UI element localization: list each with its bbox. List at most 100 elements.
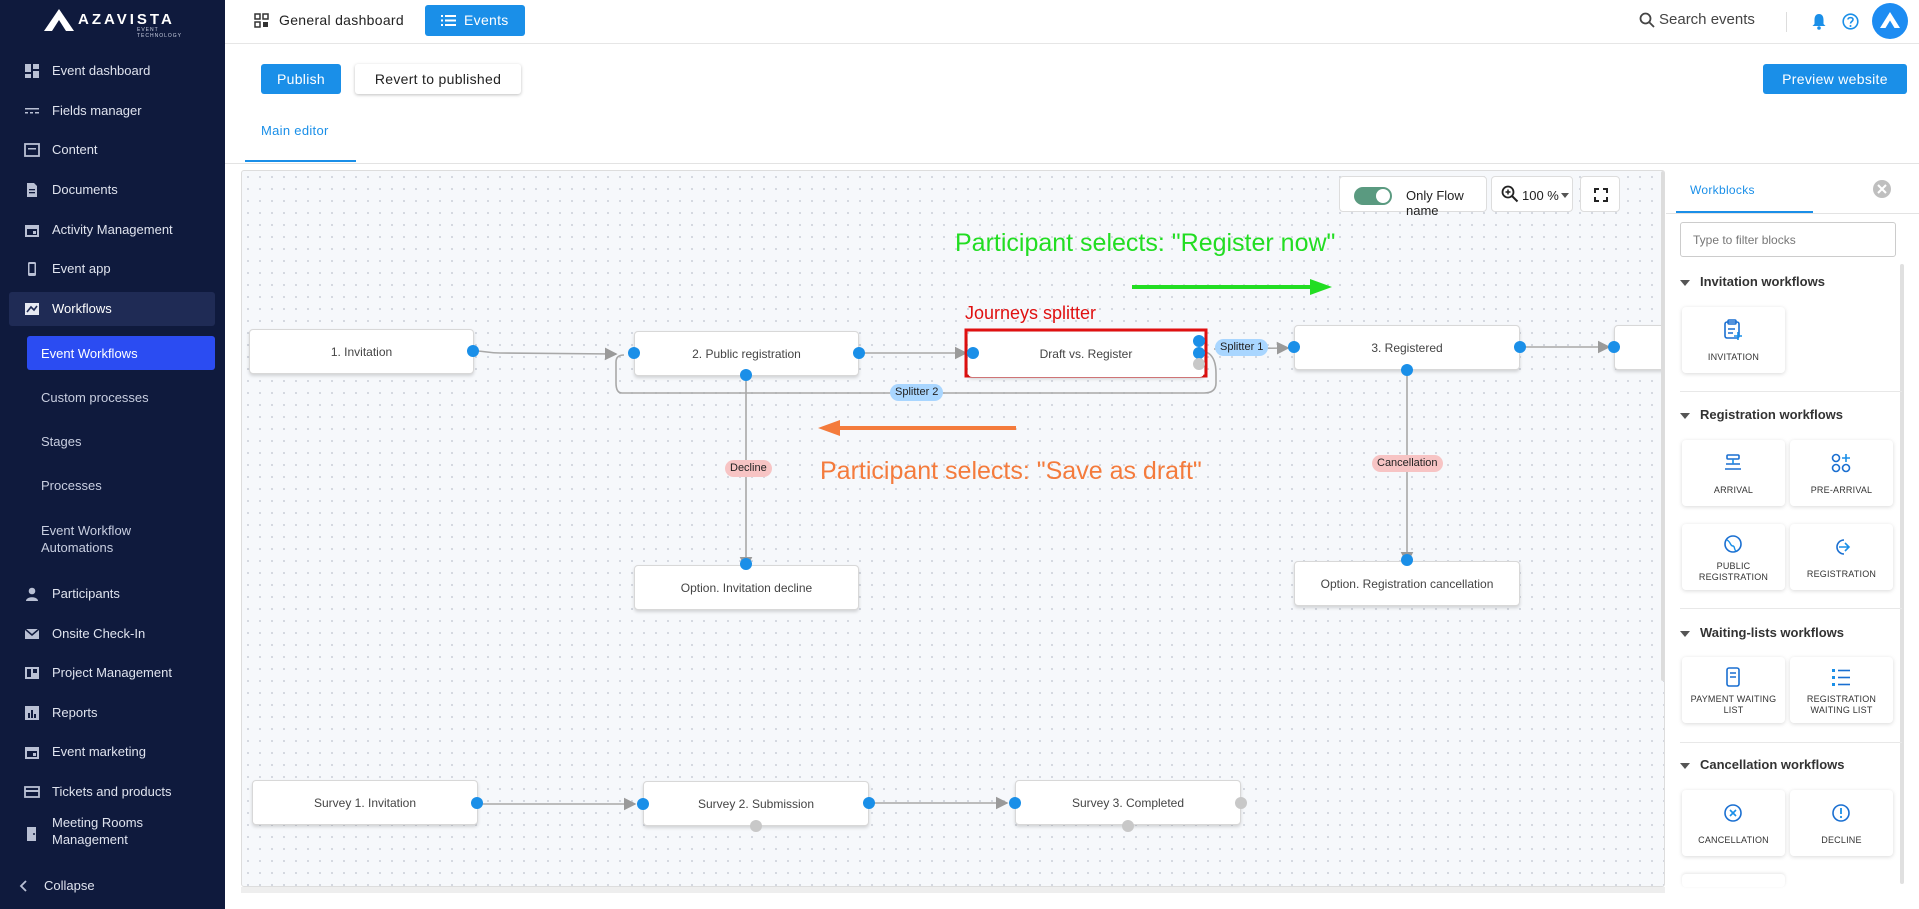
tab-main-editor[interactable]: Main editor (261, 123, 329, 138)
tab-workblocks[interactable]: Workblocks (1690, 183, 1755, 197)
sidebar-item-label: Tickets and products (52, 784, 172, 799)
person-icon (26, 587, 38, 601)
port (750, 820, 762, 832)
section-cancellation-workflows[interactable]: Cancellation workflows (1680, 757, 1844, 772)
sidebar-item-participants[interactable]: Participants (0, 577, 225, 611)
events-tab[interactable]: Events (425, 5, 525, 36)
search-events[interactable]: Search events (1637, 11, 1755, 28)
close-panel-button[interactable] (1873, 180, 1891, 198)
sidebar-item-event-dashboard[interactable]: Event dashboard (0, 54, 225, 88)
splitter-2-tag[interactable]: Splitter 2 (890, 384, 944, 401)
sidebar-collapse-button[interactable]: Collapse (0, 869, 225, 903)
preview-website-button[interactable]: Preview website (1763, 64, 1907, 94)
workblock-label: PAYMENT WAITING LIST (1690, 694, 1777, 715)
sidebar-item-fields-manager[interactable]: Fields manager (0, 94, 225, 128)
azavista-logo[interactable]: AZAVISTA EVENT TECHNOLOGY (44, 8, 184, 39)
sidebar-subitem-event-workflow-automations[interactable]: Event Workflow Automations (41, 522, 131, 556)
help-icon[interactable] (1842, 13, 1859, 30)
flow-node-survey1[interactable]: Survey 1. Invitation (252, 780, 478, 825)
collapse-caret-icon (1680, 412, 1690, 419)
sidebar-item-label: Onsite Check-In (52, 626, 146, 641)
bell-icon[interactable] (1811, 13, 1827, 30)
sidebar-subitem-processes[interactable]: Processes (41, 478, 102, 493)
decline-tag[interactable]: Decline (725, 460, 772, 477)
sidebar-subitem-event-workflows[interactable]: Event Workflows (27, 336, 215, 370)
only-flow-name-label: Only Flow name (1406, 188, 1464, 218)
flow-node-draft-vs-register[interactable]: Draft vs. Register (968, 332, 1204, 377)
collapse-label: Collapse (44, 878, 95, 893)
general-dashboard-tab[interactable]: General dashboard (241, 5, 429, 36)
annotation-journeys-splitter: Journeys splitter (965, 303, 1097, 323)
sidebar: AZAVISTA EVENT TECHNOLOGY Event dashboar… (0, 0, 225, 909)
toggle-switch[interactable] (1354, 187, 1392, 205)
ticket-icon (24, 786, 40, 798)
workblock-decline[interactable]: DECLINE (1790, 790, 1893, 856)
workblock-label: PUBLIC REGISTRATION (1698, 561, 1769, 582)
section-waiting-lists-workflows[interactable]: Waiting-lists workflows (1680, 625, 1844, 640)
port (740, 558, 752, 570)
flow-node-public-registration[interactable]: 2. Public registration (634, 331, 859, 376)
zoom-in-icon (1501, 185, 1519, 203)
only-flow-name-toggle[interactable]: Only Flow name (1339, 176, 1487, 218)
section-divider (1680, 391, 1902, 392)
sidebar-item-reports[interactable]: Reports (0, 696, 225, 730)
sidebar-item-label-wrap: Meeting Rooms Management (52, 814, 143, 848)
cancel-circle-icon (1724, 804, 1742, 822)
sidebar-item-label: Event app (52, 261, 111, 276)
flow-node-registration-cancellation[interactable]: Option. Registration cancellation (1294, 561, 1520, 606)
workblock-pre-arrival[interactable]: PRE-ARRIVAL (1790, 440, 1893, 506)
calendar-icon (25, 225, 39, 237)
flow-node-survey3[interactable]: Survey 3. Completed (1015, 780, 1241, 825)
workblock-public-registration[interactable]: PUBLIC REGISTRATION (1682, 524, 1785, 590)
user-avatar[interactable] (1872, 3, 1908, 39)
sidebar-item-workflows[interactable]: Workflows (9, 292, 215, 326)
sidebar-subitem-stages[interactable]: Stages (41, 434, 82, 449)
sidebar-item-event-marketing[interactable]: Event marketing (0, 735, 225, 769)
sidebar-item-project-management[interactable]: Project Management (0, 656, 225, 690)
workblock-cancellation[interactable]: CANCELLATION (1682, 790, 1785, 856)
panel-scrollbar[interactable] (1900, 264, 1904, 884)
workblock-arrival[interactable]: ARRIVAL (1682, 440, 1785, 506)
workblock-label: CANCELLATION (1698, 835, 1769, 845)
cancellation-tag[interactable]: Cancellation (1372, 455, 1443, 472)
flow-node-registered[interactable]: 3. Registered (1294, 325, 1520, 370)
sidebar-subitem-custom-processes[interactable]: Custom processes (41, 390, 149, 405)
mail-icon (24, 628, 40, 639)
registration-list-icon (1832, 669, 1850, 686)
sidebar-item-activity-management[interactable]: Activity Management (0, 213, 225, 247)
canvas-horizontal-scrollbar[interactable] (241, 887, 1665, 893)
sidebar-item-label: Fields manager (52, 103, 142, 118)
sidebar-subitem-label-line2: Automations (41, 540, 114, 555)
collapse-caret-icon (1680, 630, 1690, 637)
sidebar-item-tickets-and-products[interactable]: Tickets and products (0, 775, 225, 809)
sidebar-item-meeting-rooms-management[interactable]: Meeting Rooms Management (0, 812, 225, 854)
sidebar-item-event-app[interactable]: Event app (0, 252, 225, 286)
publish-button[interactable]: Publish (261, 64, 341, 94)
workblock-partial[interactable] (1682, 874, 1785, 887)
flow-node-invitation-decline[interactable]: Option. Invitation decline (634, 565, 859, 610)
canvas-scrollbar[interactable] (1661, 171, 1664, 681)
sidebar-subitem-label-line1: Event Workflow (41, 523, 132, 538)
port (471, 797, 483, 809)
sidebar-item-content[interactable]: Content (0, 133, 225, 167)
filter-blocks-input[interactable] (1680, 222, 1896, 257)
workblock-registration[interactable]: REGISTRATION (1790, 524, 1893, 590)
alert-circle-icon (1832, 804, 1850, 822)
revert-to-published-button[interactable]: Revert to published (355, 64, 521, 94)
sidebar-item-documents[interactable]: Documents (0, 173, 225, 207)
sidebar-item-label: Event marketing (52, 744, 146, 759)
flow-node-invitation[interactable]: 1. Invitation (249, 329, 474, 374)
fullscreen-button[interactable] (1580, 176, 1620, 212)
section-registration-workflows[interactable]: Registration workflows (1680, 407, 1843, 422)
section-invitation-workflows[interactable]: Invitation workflows (1680, 274, 1825, 289)
sidebar-item-onsite-check-in[interactable]: Onsite Check-In (0, 617, 225, 651)
zoom-select[interactable]: 100 % (1491, 176, 1573, 212)
sidebar-item-label: Project Management (52, 665, 172, 680)
workblock-registration-waiting-list[interactable]: REGISTRATION WAITING LIST (1790, 657, 1893, 723)
port (863, 797, 875, 809)
workblock-payment-waiting-list[interactable]: PAYMENT WAITING LIST (1682, 657, 1785, 723)
workflow-canvas[interactable]: Only Flow name 100 % Participant selects… (241, 170, 1665, 887)
workblock-invitation[interactable]: INVITATION (1682, 307, 1785, 373)
splitter-1-tag[interactable]: Splitter 1 (1215, 339, 1269, 356)
arrival-icon (1725, 454, 1741, 470)
